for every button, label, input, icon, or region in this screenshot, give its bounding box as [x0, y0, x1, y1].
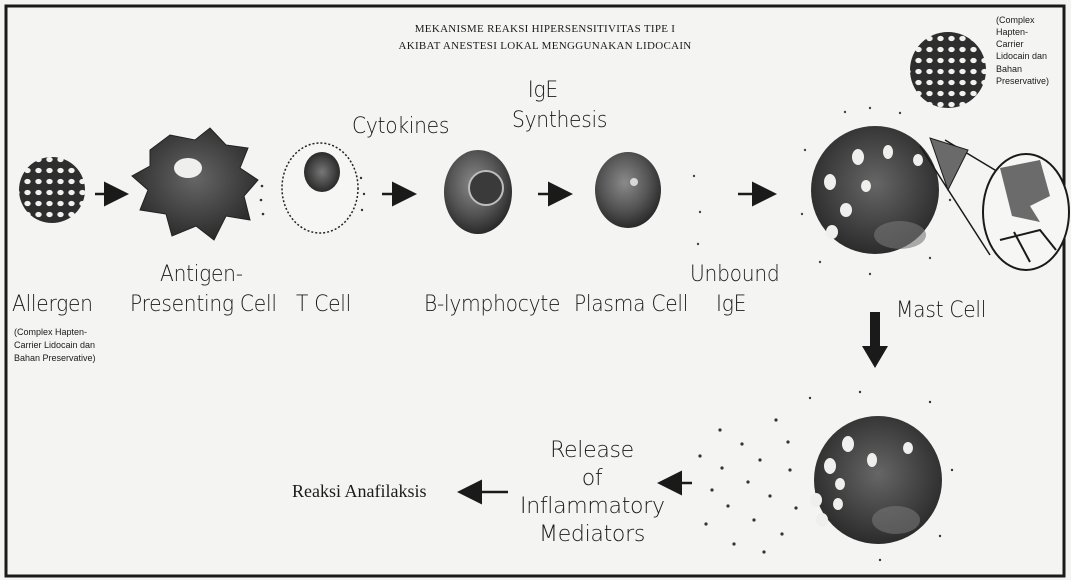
complex-hapten-particle — [910, 32, 986, 108]
release-line-4: Mediators — [530, 524, 654, 546]
cytokines-label: Cytokines — [352, 116, 449, 138]
complex-note-line-5: Bahan — [996, 63, 1049, 75]
allergen-note-line-1: (Complex Hapten- — [14, 326, 96, 339]
release-line-2: of — [530, 468, 654, 490]
ige-synthesis-line-2: Synthesis — [512, 110, 607, 132]
apc-label-line-2: Presenting Cell — [130, 294, 277, 316]
complex-note-line-4: Lidocain dan — [996, 50, 1049, 62]
allergen-label: Allergen — [12, 294, 93, 316]
plasma-cell-label: Plasma Cell — [574, 294, 688, 316]
t-cell-label: T Cell — [296, 294, 351, 316]
allergen-particle — [19, 157, 85, 223]
arrow-down — [862, 312, 888, 368]
t-cell-nucleus — [304, 152, 340, 192]
release-line-3: Inflammatory — [520, 496, 664, 518]
mast-cell-label: Mast Cell — [896, 300, 986, 322]
complex-note-line-3: Carrier — [996, 38, 1049, 50]
anaphylaxis-label: Reaksi Anafilaksis — [292, 482, 426, 500]
antigen-presenting-cell — [132, 128, 258, 240]
plasma-cell — [595, 152, 661, 228]
allergen-note-line-3: Bahan Preservative) — [14, 352, 96, 365]
apc-vacuole — [174, 158, 202, 178]
degranulating-mast-cell-nucleus — [872, 506, 920, 534]
title-line-1: MEKANISME REAKSI HIPERSENSITIVITAS TIPE … — [380, 24, 710, 35]
mast-cell-nucleus — [874, 221, 926, 249]
b-lymphocyte-nucleus — [469, 171, 503, 205]
title-line-2: AKIBAT ANESTESI LOKAL MENGGUNAKAN LIDOCA… — [380, 41, 710, 52]
unbound-ige-line-1: Unbound — [690, 264, 779, 286]
ige-synthesis-line-1: IgE — [506, 80, 580, 102]
complex-note-line-1: (Complex — [996, 14, 1049, 26]
allergen-note-line-2: Carrier Lidocain dan — [14, 339, 96, 352]
unbound-ige-dots — [693, 175, 701, 245]
complex-note-line-2: Hapten- — [996, 26, 1049, 38]
apc-label-line-1: Antigen- — [160, 264, 243, 286]
b-lymphocyte-label: B-lymphocyte — [424, 294, 560, 316]
plasma-cell-nucleolus — [630, 178, 638, 186]
complex-note: (Complex Hapten- Carrier Lidocain dan Ba… — [996, 14, 1049, 87]
unbound-ige-line-2: IgE — [716, 294, 746, 316]
allergen-note: (Complex Hapten- Carrier Lidocain dan Ba… — [14, 326, 96, 365]
complex-note-line-6: Preservative) — [996, 75, 1049, 87]
release-line-1: Release — [530, 440, 654, 462]
